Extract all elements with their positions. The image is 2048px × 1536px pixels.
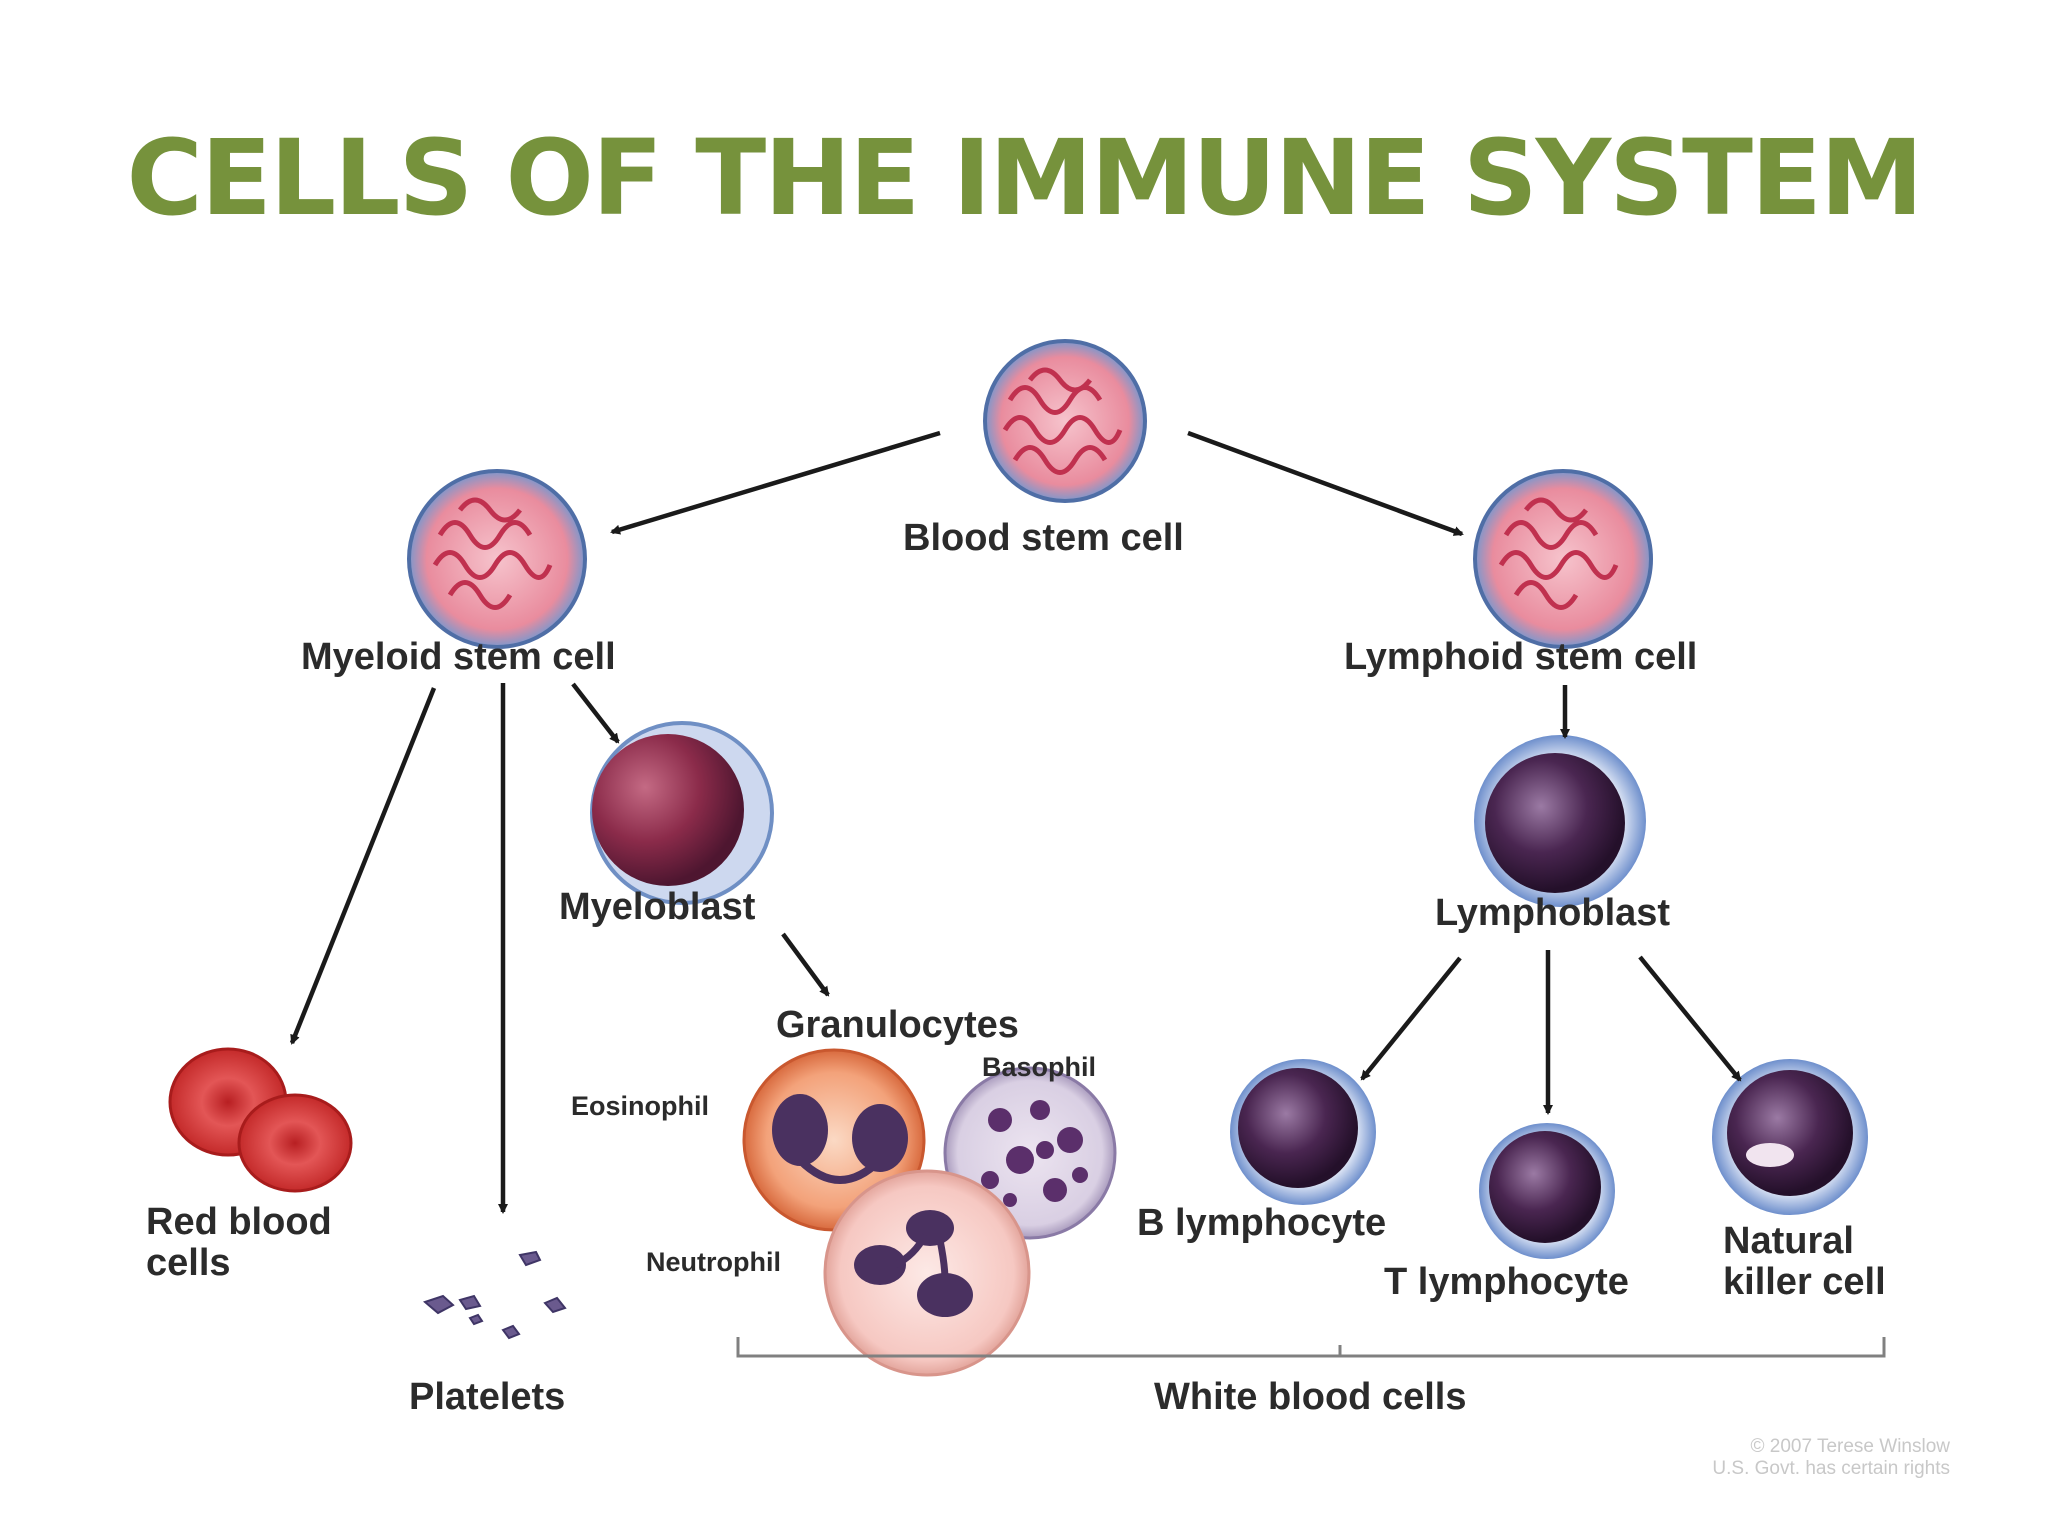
blood-stem-cell-image bbox=[983, 339, 1147, 503]
label-red-blood-cells: Red blood cells bbox=[146, 1201, 332, 1285]
red-blood-cells-image bbox=[168, 1047, 353, 1193]
t-lymphocyte-image bbox=[1479, 1123, 1615, 1259]
label-lymphoid-stem-cell: Lymphoid stem cell bbox=[1344, 636, 1698, 678]
credit-line-2: U.S. Govt. has certain rights bbox=[1712, 1457, 1950, 1479]
natural-killer-cell-image bbox=[1712, 1059, 1868, 1215]
image-credit: © 2007 Terese Winslow U.S. Govt. has cer… bbox=[1560, 1436, 1950, 1480]
b-lymphocyte-image bbox=[1230, 1059, 1376, 1205]
label-platelets: Platelets bbox=[409, 1376, 566, 1418]
arrow-blood-to-lymphoid bbox=[1187, 430, 1464, 537]
label-basophil: Basophil bbox=[982, 1052, 1097, 1082]
label-b-lymphocyte: B lymphocyte bbox=[1137, 1202, 1387, 1244]
platelets-image bbox=[422, 1250, 567, 1340]
credit-line-1: © 2007 Terese Winslow bbox=[1750, 1436, 1950, 1457]
label-white-blood-cells: White blood cells bbox=[1154, 1376, 1467, 1418]
neutrophil-image bbox=[823, 1169, 1031, 1377]
lymphoid-stem-cell-image bbox=[1473, 469, 1653, 649]
label-myeloid-stem-cell: Myeloid stem cell bbox=[301, 636, 616, 678]
label-t-lymphocyte: T lymphocyte bbox=[1384, 1261, 1629, 1303]
label-natural-killer-cell: Natural killer cell bbox=[1723, 1220, 1886, 1304]
label-lymphoblast: Lymphoblast bbox=[1435, 892, 1671, 934]
lymphoblast-image bbox=[1474, 735, 1646, 907]
label-granulocytes: Granulocytes bbox=[776, 1004, 1019, 1046]
label-myeloblast: Myeloblast bbox=[559, 886, 756, 928]
myeloid-stem-cell-image bbox=[407, 469, 587, 649]
label-eosinophil: Eosinophil bbox=[571, 1091, 709, 1121]
arrow-myeloid-to-myeloblast bbox=[571, 682, 620, 744]
arrow-lymphoblast-to-nk bbox=[1638, 955, 1742, 1082]
arrow-myeloid-to-rbc bbox=[289, 687, 437, 1045]
arrow-lymphoblast-to-b bbox=[1360, 956, 1462, 1081]
slide-title: CELLS OF THE IMMUNE SYSTEM bbox=[126, 117, 1924, 239]
label-neutrophil: Neutrophil bbox=[646, 1247, 781, 1277]
arrow-blood-to-myeloid bbox=[610, 430, 941, 535]
white-blood-cells-bracket bbox=[736, 1337, 1886, 1358]
label-blood-stem-cell: Blood stem cell bbox=[903, 517, 1184, 559]
arrow-myeloblast-to-granulocytes bbox=[781, 932, 830, 997]
myeloblast-image bbox=[590, 721, 774, 905]
